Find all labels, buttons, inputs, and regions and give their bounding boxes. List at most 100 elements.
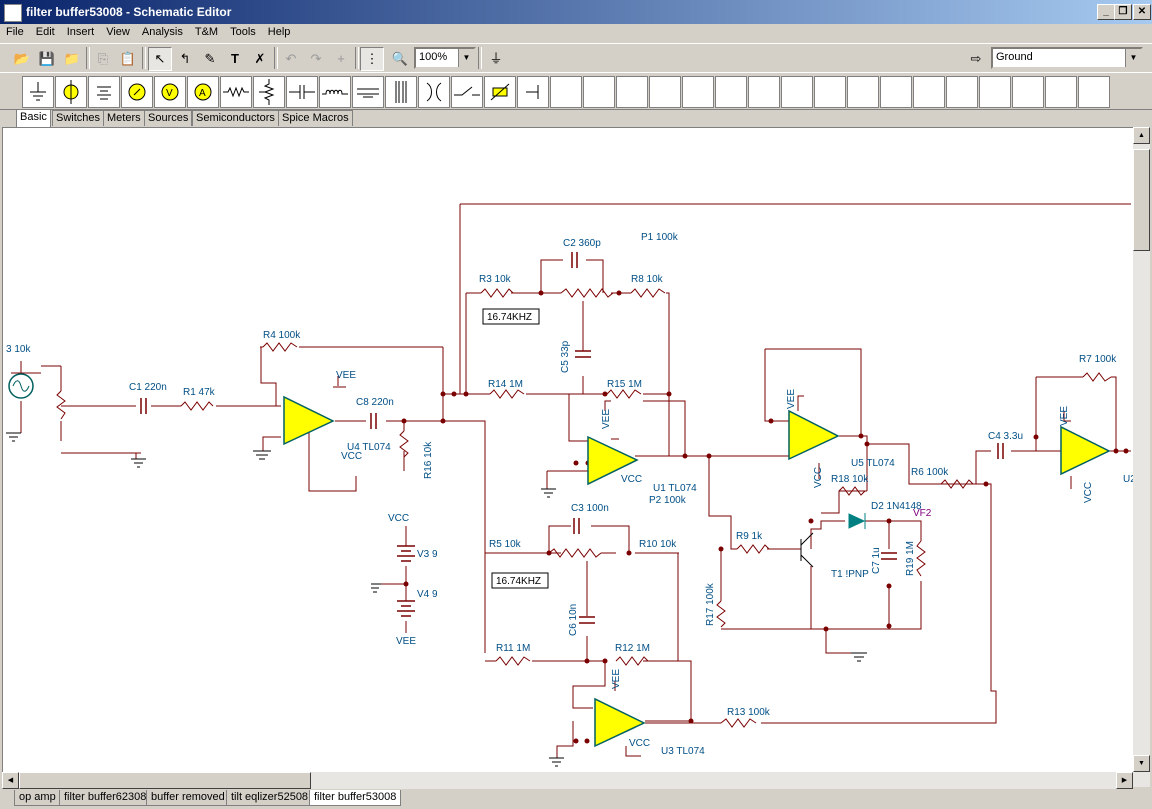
ammeter-icon[interactable]: A bbox=[187, 76, 219, 108]
label-r9: R9 1k bbox=[736, 531, 763, 542]
doc-tab-op-amp[interactable]: op amp bbox=[14, 790, 61, 806]
ideal-transformer-icon[interactable] bbox=[418, 76, 450, 108]
save-icon[interactable]: 💾 bbox=[38, 51, 56, 66]
empty-slot[interactable] bbox=[946, 76, 978, 108]
doc-tab-tilt-eqlizer52508[interactable]: tilt eqlizer52508 bbox=[226, 790, 314, 806]
battery-symbols bbox=[397, 545, 415, 617]
label-freq2: 16.74KHZ bbox=[496, 576, 541, 587]
empty-slot[interactable] bbox=[880, 76, 912, 108]
empty-slot[interactable] bbox=[913, 76, 945, 108]
horizontal-scrollbar[interactable]: ◀ ▶ bbox=[2, 772, 1133, 789]
label-r1: R1 47k bbox=[183, 387, 216, 398]
copy-icon[interactable]: ⎘ bbox=[97, 51, 109, 66]
tab-basic[interactable]: Basic bbox=[16, 109, 51, 127]
label-p3: 3 10k bbox=[6, 344, 31, 355]
doc-tab-buffer-removed[interactable]: buffer removed bbox=[146, 790, 230, 806]
capacitor-c1 bbox=[140, 398, 147, 414]
empty-slot[interactable] bbox=[847, 76, 879, 108]
scroll-left-icon[interactable]: ◀ bbox=[2, 772, 19, 789]
current-source-icon[interactable] bbox=[121, 76, 153, 108]
label-c6: C6 10n bbox=[568, 604, 579, 636]
scroll-down-icon[interactable]: ▼ bbox=[1133, 755, 1150, 772]
switch-icon[interactable] bbox=[451, 76, 483, 108]
select-arrow-icon[interactable]: ↖ bbox=[148, 47, 172, 71]
empty-slot[interactable] bbox=[781, 76, 813, 108]
wire-tool-icon[interactable]: ↰ bbox=[179, 51, 191, 66]
label-c7: C7 1u bbox=[871, 547, 882, 574]
pencil-icon[interactable]: ✎ bbox=[204, 51, 216, 66]
varistor-icon[interactable] bbox=[484, 76, 516, 108]
tab-spice-macros[interactable]: Spice Macros bbox=[278, 110, 353, 126]
open-icon[interactable]: 📂 bbox=[13, 51, 31, 66]
terminal-icon[interactable] bbox=[517, 76, 549, 108]
text-tool-icon[interactable]: T bbox=[231, 51, 239, 66]
place-ground-icon[interactable]: ⇨ bbox=[970, 51, 982, 66]
doc-tab-filter-buffer62308[interactable]: filter buffer62308 bbox=[59, 790, 152, 806]
grid-icon[interactable]: ⋮ bbox=[360, 47, 384, 71]
capacitor-icon[interactable] bbox=[286, 76, 318, 108]
schematic-drawing[interactable]: 3 10k C1 220n R1 47k R4 100k VEE C8 220n… bbox=[3, 128, 1134, 773]
coupled-inductor-icon[interactable] bbox=[385, 76, 417, 108]
chevron-down-icon[interactable]: ▼ bbox=[458, 49, 474, 67]
battery-source-icon[interactable] bbox=[55, 76, 87, 108]
empty-slot[interactable] bbox=[1012, 76, 1044, 108]
close-button[interactable]: ✕ bbox=[1133, 4, 1151, 20]
schematic-canvas[interactable]: 3 10k C1 220n R1 47k R4 100k VEE C8 220n… bbox=[2, 127, 1135, 774]
undo-icon[interactable]: ↶ bbox=[285, 51, 297, 66]
label-vee2: VEE bbox=[396, 636, 416, 647]
tab-switches[interactable]: Switches bbox=[52, 110, 105, 126]
chevron-down-icon[interactable]: ▼ bbox=[1125, 49, 1141, 67]
app-icon bbox=[4, 4, 22, 22]
zoom-icon[interactable]: 🔍 bbox=[391, 51, 409, 66]
delete-tool-icon[interactable]: ✗ bbox=[254, 51, 266, 66]
empty-slot[interactable] bbox=[814, 76, 846, 108]
empty-slot[interactable] bbox=[748, 76, 780, 108]
menu-edit[interactable]: Edit bbox=[35, 26, 55, 38]
empty-slot[interactable] bbox=[979, 76, 1011, 108]
restore-button[interactable]: ❐ bbox=[1114, 4, 1132, 20]
tab-semiconductors[interactable]: Semiconductors bbox=[192, 110, 279, 126]
voltmeter-icon[interactable]: V bbox=[154, 76, 186, 108]
menu-help[interactable]: Help bbox=[267, 26, 291, 38]
transformer-icon[interactable] bbox=[352, 76, 384, 108]
menu-tools[interactable]: Tools bbox=[230, 26, 256, 38]
ground-symbol-icon[interactable] bbox=[22, 76, 54, 108]
scroll-right-icon[interactable]: ▶ bbox=[1116, 772, 1133, 789]
empty-slot[interactable] bbox=[649, 76, 681, 108]
menu-view[interactable]: View bbox=[106, 26, 130, 38]
doc-tab-filter-buffer53008[interactable]: filter buffer53008 bbox=[309, 790, 402, 806]
minimize-button[interactable]: _ bbox=[1097, 4, 1115, 20]
empty-slot[interactable] bbox=[583, 76, 615, 108]
component-combo[interactable]: Ground ▼ bbox=[991, 47, 1143, 69]
empty-slot[interactable] bbox=[616, 76, 648, 108]
crosshair-icon[interactable]: + bbox=[337, 51, 345, 66]
empty-slot[interactable] bbox=[682, 76, 714, 108]
open-folder-icon[interactable]: 📁 bbox=[63, 51, 81, 66]
paste-icon[interactable]: 📋 bbox=[119, 51, 137, 66]
empty-slot[interactable] bbox=[1078, 76, 1110, 108]
empty-slot[interactable] bbox=[550, 76, 582, 108]
label-c8: C8 220n bbox=[356, 397, 394, 408]
component-icon[interactable]: ⏚ bbox=[489, 51, 503, 66]
resistor-icon[interactable] bbox=[220, 76, 252, 108]
redo-icon[interactable]: ↷ bbox=[310, 51, 322, 66]
inductor-icon[interactable] bbox=[319, 76, 351, 108]
empty-slot[interactable] bbox=[715, 76, 747, 108]
vertical-scroll-thumb[interactable] bbox=[1133, 149, 1150, 251]
potentiometer-icon[interactable] bbox=[253, 76, 285, 108]
label-r7: R7 100k bbox=[1079, 354, 1117, 365]
opamp-u5 bbox=[788, 409, 840, 461]
menu-insert[interactable]: Insert bbox=[66, 26, 95, 38]
tab-sources[interactable]: Sources bbox=[144, 110, 193, 126]
menu-analysis[interactable]: Analysis bbox=[141, 26, 183, 38]
menu-file[interactable]: File bbox=[6, 26, 24, 38]
horizontal-scroll-thumb[interactable] bbox=[19, 772, 311, 789]
empty-slot[interactable] bbox=[1045, 76, 1077, 108]
label-u2: U2 bbox=[1123, 474, 1134, 485]
scroll-up-icon[interactable]: ▲ bbox=[1133, 127, 1150, 144]
battery-icon[interactable] bbox=[88, 76, 120, 108]
zoom-combo[interactable]: 100% ▼ bbox=[414, 47, 476, 69]
menu-tm[interactable]: T&M bbox=[194, 26, 219, 38]
vertical-scrollbar[interactable]: ▲ ▼ bbox=[1133, 127, 1150, 787]
tab-meters[interactable]: Meters bbox=[103, 110, 145, 126]
